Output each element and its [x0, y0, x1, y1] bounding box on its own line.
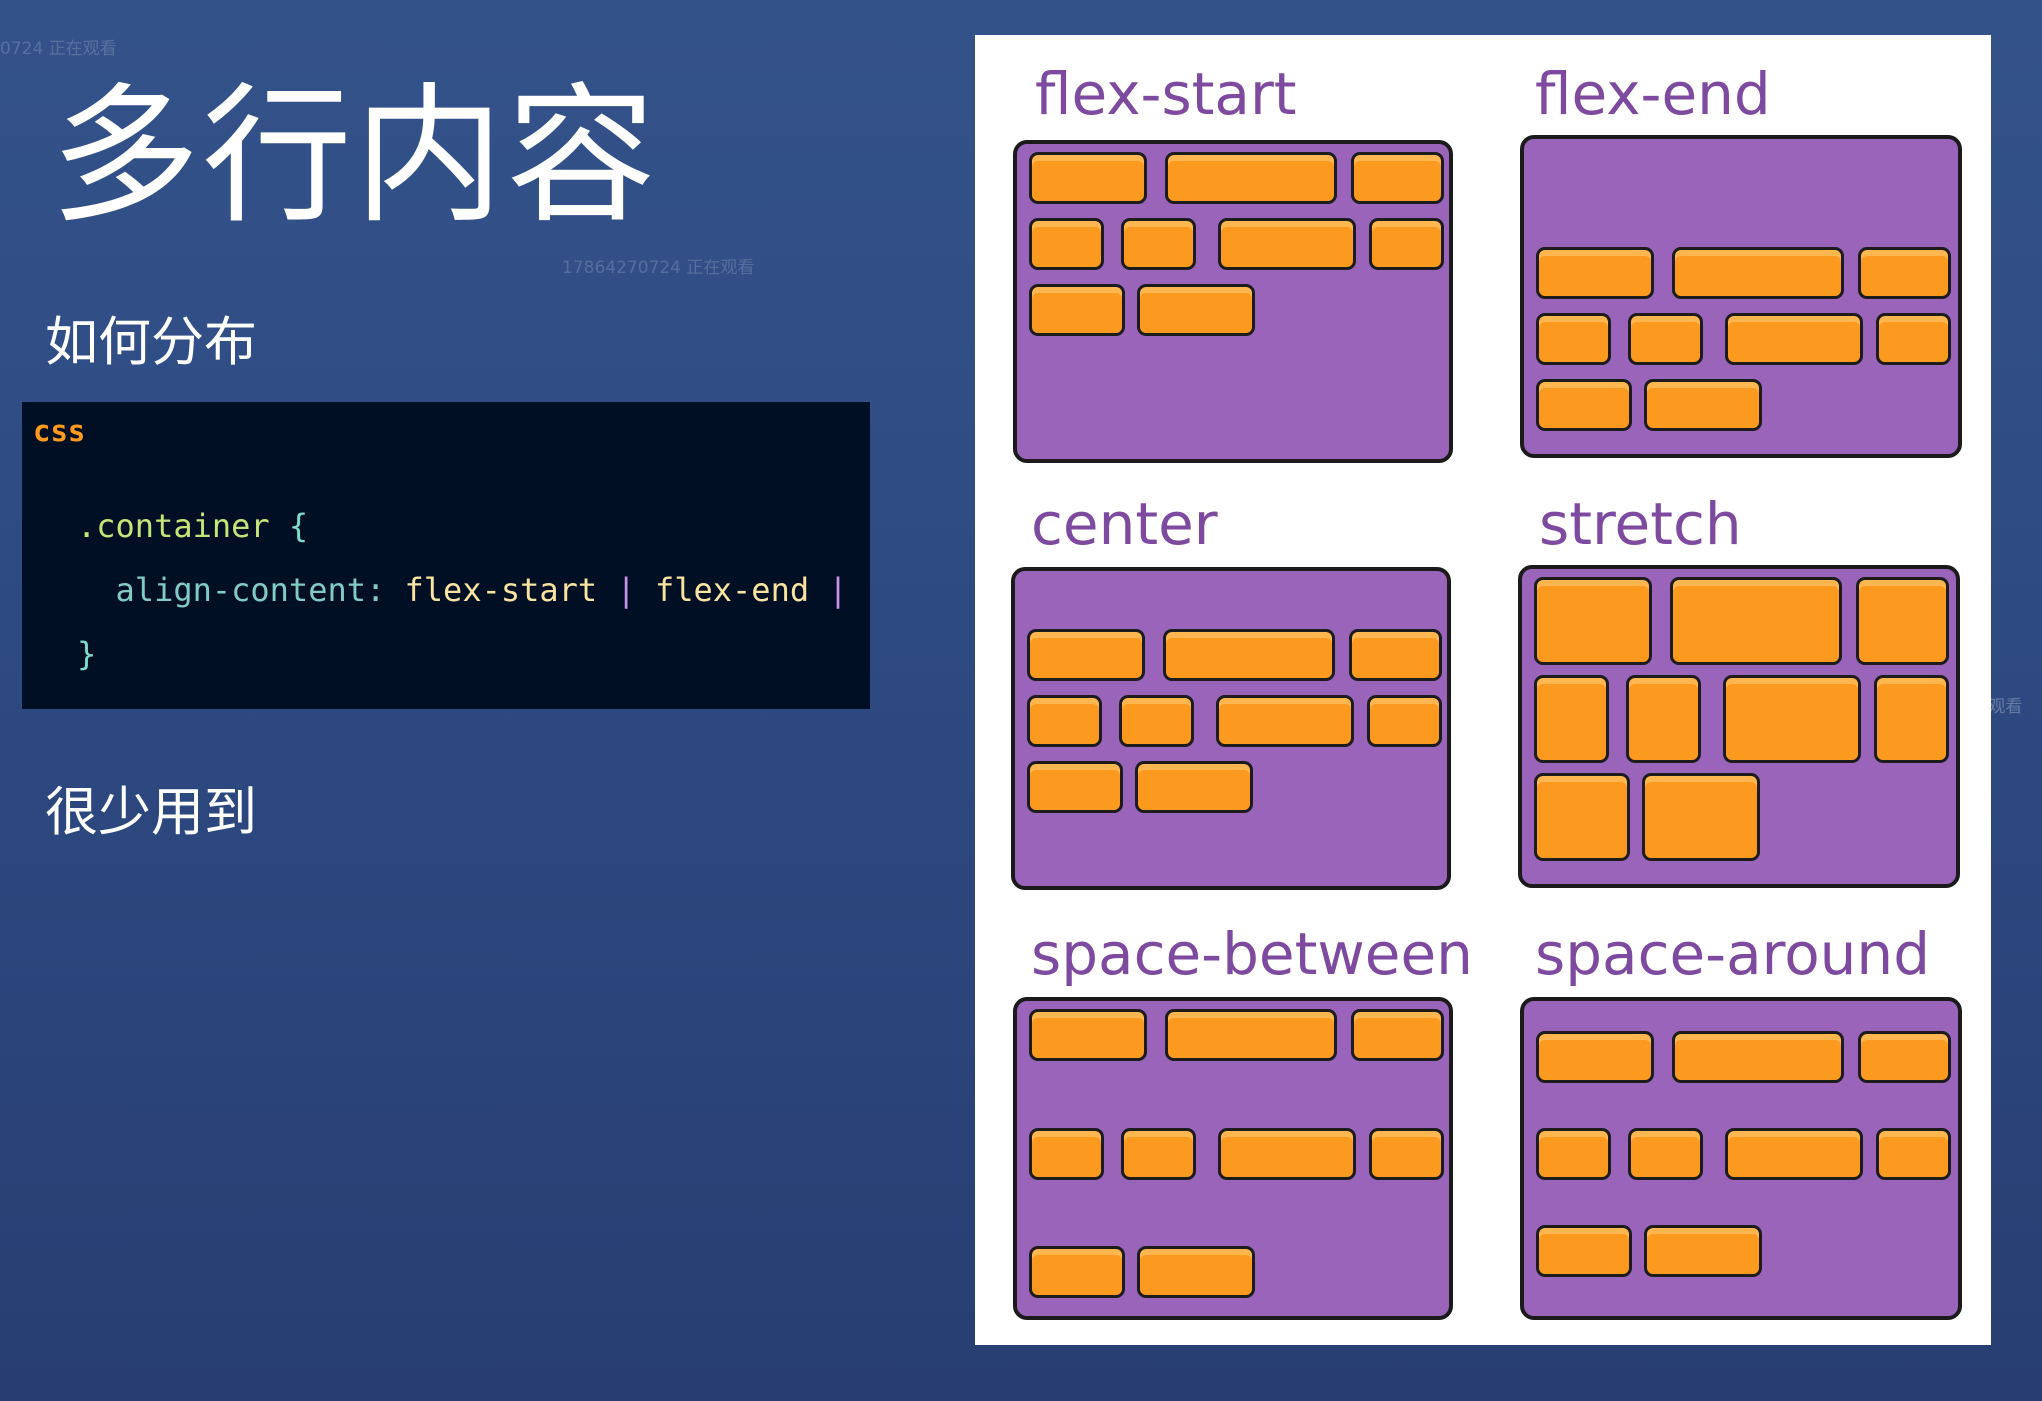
flex-item — [1858, 247, 1951, 299]
code-selector: .container — [77, 507, 270, 545]
flex-item — [1119, 695, 1194, 747]
slide-subtitle: 如何分布 — [45, 312, 257, 373]
align-content-diagram: flex-start flex-end center stretch space… — [975, 35, 1991, 1345]
flex-item — [1536, 1128, 1611, 1180]
container-flex-end — [1520, 135, 1962, 458]
flex-item — [1534, 577, 1652, 665]
flex-item — [1858, 1031, 1951, 1083]
diagram-label-space-around: space-around — [1535, 920, 1931, 988]
flex-item — [1536, 313, 1611, 365]
flex-item — [1029, 1009, 1147, 1061]
flex-item — [1672, 247, 1844, 299]
flex-item — [1218, 218, 1356, 270]
flex-item — [1536, 1031, 1654, 1083]
flex-item — [1644, 379, 1762, 431]
flex-item — [1351, 152, 1444, 204]
flex-item — [1672, 1031, 1844, 1083]
flex-item — [1029, 218, 1104, 270]
flex-item — [1137, 284, 1255, 336]
flex-item — [1163, 629, 1335, 681]
container-center — [1011, 567, 1451, 890]
flex-item — [1725, 313, 1863, 365]
flex-item — [1218, 1128, 1356, 1180]
diagram-label-flex-start: flex-start — [1035, 60, 1297, 128]
flex-item — [1029, 1128, 1104, 1180]
flex-item — [1723, 675, 1861, 763]
flex-item — [1534, 773, 1630, 861]
flex-item — [1027, 761, 1123, 813]
flex-item — [1216, 695, 1354, 747]
flex-item — [1628, 1128, 1703, 1180]
code-brace-close: } — [77, 635, 97, 673]
code-value: flex-start — [404, 571, 598, 609]
container-flex-start — [1013, 140, 1453, 463]
flex-item — [1121, 1128, 1196, 1180]
diagram-label-flex-end: flex-end — [1535, 60, 1771, 128]
flex-item — [1029, 1246, 1125, 1298]
diagram-label-center: center — [1031, 490, 1218, 558]
flex-item — [1725, 1128, 1863, 1180]
code-separator: | — [616, 571, 636, 609]
flex-item — [1349, 629, 1442, 681]
diagram-label-space-between: space-between — [1031, 920, 1473, 988]
code-brace-open: { — [288, 507, 309, 545]
flex-item — [1536, 379, 1632, 431]
flex-item — [1670, 577, 1842, 665]
flex-item — [1351, 1009, 1444, 1061]
flex-item — [1027, 695, 1102, 747]
container-stretch — [1518, 565, 1960, 888]
code-property: align-content: — [115, 571, 386, 609]
flex-item — [1029, 152, 1147, 204]
flex-item — [1626, 675, 1701, 763]
flex-item — [1644, 1225, 1762, 1277]
flex-item — [1642, 773, 1760, 861]
flex-item — [1536, 1225, 1632, 1277]
code-language-label: css — [33, 414, 86, 448]
watermark: 17864270724 正在观看 — [562, 258, 755, 278]
code-separator: | — [828, 571, 848, 609]
flex-item — [1628, 313, 1703, 365]
flex-item — [1029, 284, 1125, 336]
flex-item — [1874, 675, 1949, 763]
flex-item — [1536, 247, 1654, 299]
code-block: css .container { align-content: flex-sta… — [22, 402, 870, 709]
code-content: .container { align-content: flex-start |… — [77, 494, 848, 686]
flex-item — [1027, 629, 1145, 681]
diagram-label-stretch: stretch — [1539, 490, 1742, 558]
flex-item — [1856, 577, 1949, 665]
watermark: 0724 正在观看 — [0, 39, 117, 59]
flex-item — [1876, 1128, 1951, 1180]
flex-item — [1876, 313, 1951, 365]
slide-title: 多行内容 — [50, 70, 659, 244]
flex-item — [1165, 152, 1337, 204]
flex-item — [1135, 761, 1253, 813]
code-value: flex-end — [654, 571, 810, 609]
flex-item — [1121, 218, 1196, 270]
slide-note: 很少用到 — [45, 782, 257, 843]
container-space-between — [1013, 997, 1453, 1320]
flex-item — [1367, 695, 1442, 747]
flex-item — [1165, 1009, 1337, 1061]
flex-item — [1369, 1128, 1444, 1180]
flex-item — [1369, 218, 1444, 270]
flex-item — [1534, 675, 1609, 763]
flex-item — [1137, 1246, 1255, 1298]
container-space-around — [1520, 997, 1962, 1320]
